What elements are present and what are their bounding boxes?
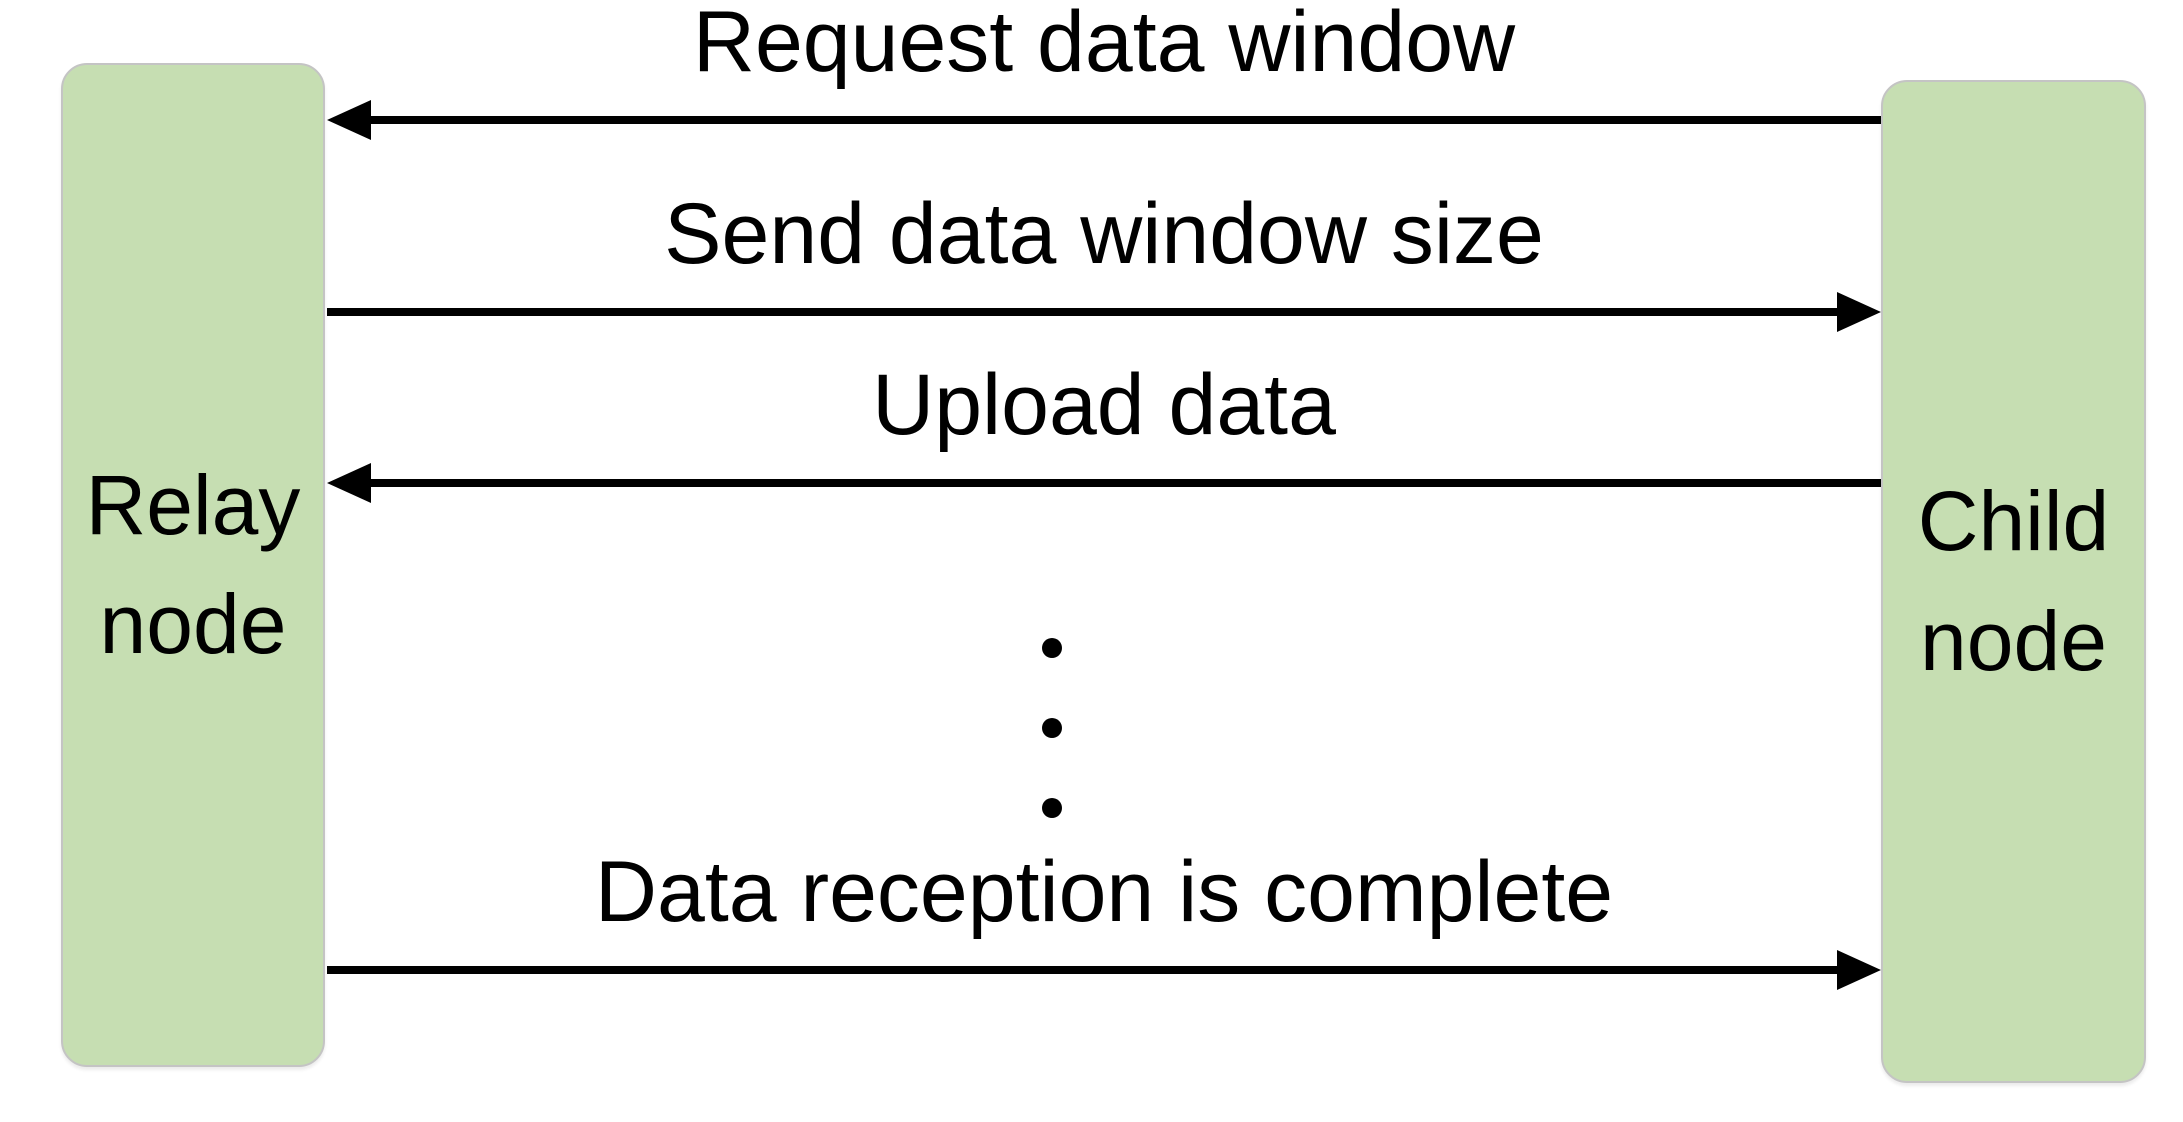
ellipsis-dot	[1042, 638, 1062, 658]
arrowhead-right-icon	[1837, 950, 1881, 990]
message-send-data-window-size: Send data window size	[327, 186, 1881, 332]
arrow-shaft	[327, 966, 1839, 974]
arrowhead-right-icon	[1837, 292, 1881, 332]
ellipsis-dot	[1042, 718, 1062, 738]
arrow-shaft	[327, 308, 1839, 316]
vertical-ellipsis	[1042, 638, 1062, 818]
child-node: Child node	[1881, 80, 2146, 1083]
message-data-reception-complete: Data reception is complete	[327, 844, 1881, 990]
relay-node: Relay node	[61, 63, 325, 1067]
arrow-pointing-left-icon	[327, 463, 1881, 503]
message-label: Upload data	[872, 357, 1336, 453]
arrow-pointing-right-icon	[327, 950, 1881, 990]
relay-node-label: Relay node	[85, 457, 301, 671]
arrowhead-left-icon	[327, 463, 371, 503]
arrow-shaft	[369, 116, 1881, 124]
arrow-pointing-left-icon	[327, 100, 1881, 140]
message-upload-data: Upload data	[327, 357, 1881, 503]
child-node-label: Child node	[1917, 474, 2110, 688]
message-label: Send data window size	[664, 186, 1544, 282]
message-label: Data reception is complete	[594, 844, 1614, 940]
arrowhead-left-icon	[327, 100, 371, 140]
message-request-data-window: Request data window	[327, 0, 1881, 140]
arrow-pointing-right-icon	[327, 292, 1881, 332]
arrow-shaft	[369, 479, 1881, 487]
ellipsis-dot	[1042, 798, 1062, 818]
message-label: Request data window	[692, 0, 1516, 90]
